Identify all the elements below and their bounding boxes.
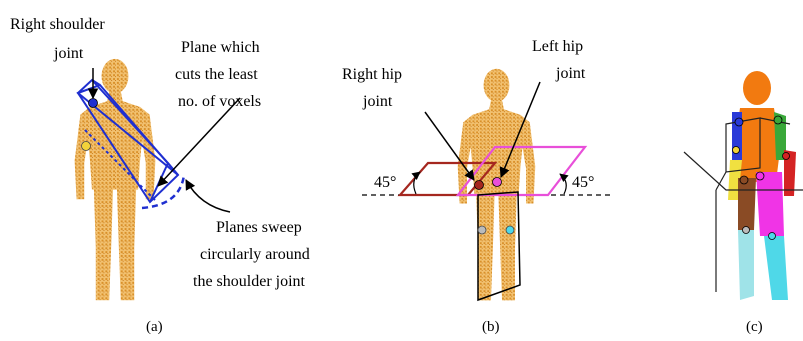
caption-c: (c) bbox=[746, 319, 763, 335]
label-plane-2: cuts the least bbox=[175, 66, 258, 83]
joint-c-red bbox=[783, 153, 790, 160]
panel-c: (c) bbox=[684, 71, 803, 335]
label-left-hip-1: Left hip bbox=[532, 38, 583, 55]
label-left-hip-2: joint bbox=[555, 65, 586, 82]
segment-left-shank bbox=[764, 236, 788, 300]
left-knee-joint bbox=[506, 226, 514, 234]
label-right-hip-2: joint bbox=[362, 93, 393, 110]
right-knee-joint bbox=[478, 226, 486, 234]
angle-arc-left bbox=[414, 172, 420, 194]
label-right-shoulder-1: Right shoulder bbox=[10, 16, 105, 33]
label-angle-right: 45° bbox=[572, 174, 594, 191]
segment-right-thigh bbox=[738, 178, 756, 230]
arrow-plane bbox=[158, 98, 240, 186]
segment-right-shank bbox=[738, 230, 754, 300]
segment-left-thigh bbox=[756, 172, 784, 236]
label-plane-1: Plane which bbox=[181, 39, 260, 56]
voxel-body-a bbox=[75, 59, 156, 300]
joint-c-knee-l bbox=[769, 233, 776, 240]
joint-c-knee-r bbox=[743, 227, 750, 234]
panel-b: Left hip joint Right hip joint 45° 45° (… bbox=[342, 38, 610, 335]
arrow-sweep bbox=[186, 180, 230, 212]
left-hip-joint bbox=[493, 178, 502, 187]
label-sweep-1: Planes sweep bbox=[216, 219, 302, 236]
label-right-hip-1: Right hip bbox=[342, 66, 402, 83]
label-plane-3: no. of voxels bbox=[178, 93, 261, 110]
label-sweep-3: the shoulder joint bbox=[193, 273, 306, 290]
joint-c-yellow bbox=[733, 147, 740, 154]
label-right-shoulder-2: joint bbox=[53, 45, 84, 62]
label-sweep-2: circularly around bbox=[200, 246, 310, 263]
joint-c-magenta bbox=[756, 172, 764, 180]
caption-b: (b) bbox=[482, 319, 500, 335]
yellow-joint-a bbox=[82, 142, 91, 151]
panel-a: Right shoulder joint Plane which cuts th… bbox=[10, 16, 310, 335]
label-angle-left: 45° bbox=[374, 174, 396, 191]
joint-c-brown bbox=[740, 176, 748, 184]
joint-c-blue bbox=[735, 118, 743, 126]
segment-head bbox=[743, 71, 771, 105]
right-hip-joint bbox=[475, 181, 484, 190]
right-shoulder-joint bbox=[89, 99, 98, 108]
joint-c-green bbox=[774, 116, 782, 124]
caption-a: (a) bbox=[146, 319, 163, 335]
